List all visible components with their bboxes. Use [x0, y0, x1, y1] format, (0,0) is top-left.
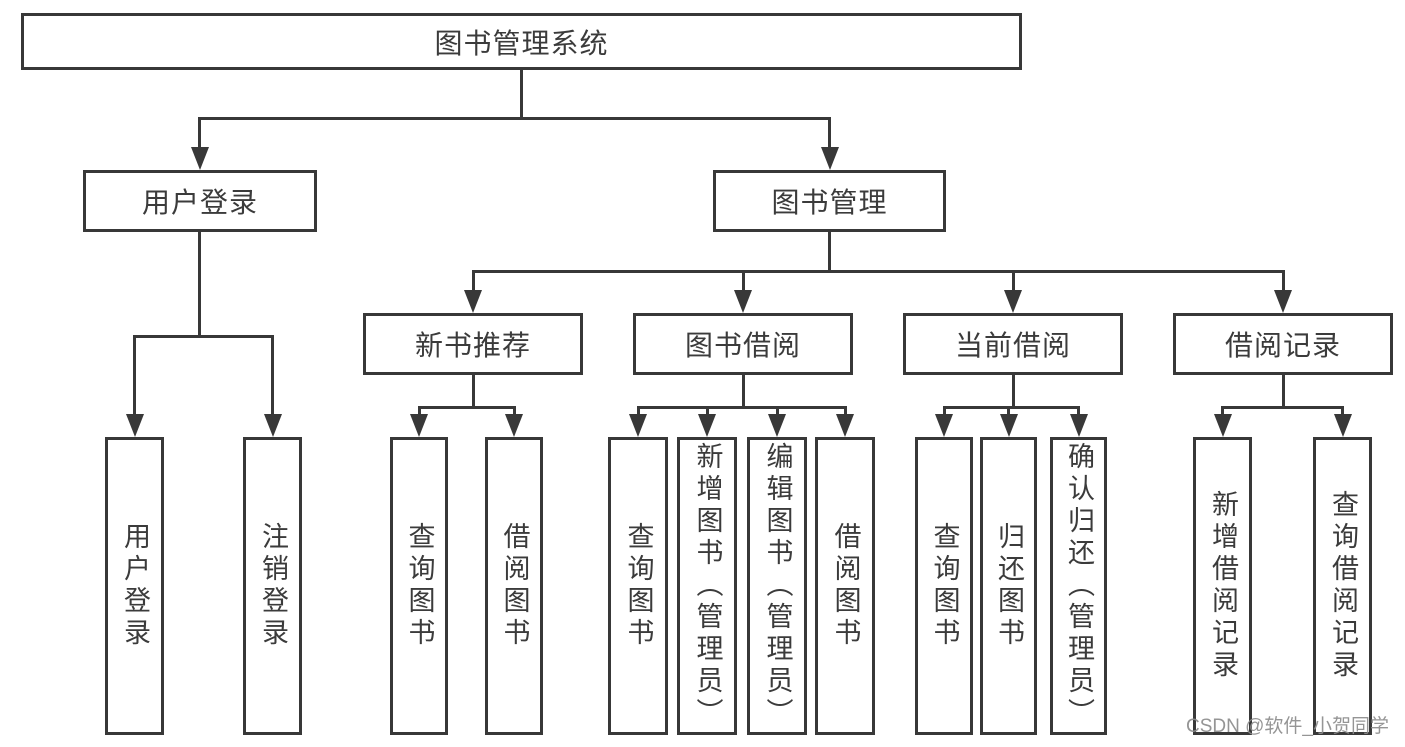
- connector-line: [1012, 270, 1015, 292]
- connector-line: [418, 406, 421, 416]
- node-book-borrow: 图书借阅: [633, 313, 853, 375]
- connector-line: [418, 406, 516, 409]
- connector-line: [472, 375, 475, 408]
- connector-line: [1341, 406, 1344, 416]
- leaf-edit-book-admin: 编辑图书（管理员）: [747, 437, 807, 735]
- leaf-query-book-current-label: 查询图书: [929, 522, 960, 650]
- connector-line: [198, 117, 201, 148]
- node-current-borrow: 当前借阅: [903, 313, 1123, 375]
- leaf-query-book-borrow: 查询图书: [608, 437, 668, 735]
- connector-line: [1077, 406, 1080, 416]
- arrow-down-icon: [1214, 414, 1232, 437]
- leaf-return-book: 归还图书: [980, 437, 1037, 735]
- connector-line: [637, 406, 640, 416]
- connector-line: [198, 117, 831, 120]
- connector-line: [472, 270, 1285, 273]
- arrow-down-icon: [410, 414, 428, 437]
- leaf-query-book-recommend: 查询图书: [390, 437, 448, 735]
- arrow-down-icon: [505, 414, 523, 437]
- leaf-borrow-book-label: 借阅图书: [830, 522, 861, 650]
- node-book-management-label: 图书管理: [771, 187, 888, 218]
- leaf-add-borrow-record: 新增借阅记录: [1193, 437, 1252, 735]
- connector-line: [198, 232, 201, 338]
- connector-line: [706, 406, 709, 416]
- leaf-query-book-borrow-label: 查询图书: [623, 522, 654, 650]
- node-root-label: 图书管理系统: [434, 27, 609, 59]
- leaf-logout-login: 注销登录: [243, 437, 302, 735]
- arrow-down-icon: [698, 414, 716, 437]
- connector-line: [520, 69, 523, 118]
- leaf-user-login: 用户登录: [105, 437, 164, 735]
- connector-line: [742, 375, 745, 408]
- arrow-down-icon: [935, 414, 953, 437]
- connector-line: [742, 270, 745, 292]
- connector-line: [776, 406, 779, 416]
- leaf-query-borrow-record-label: 查询借阅记录: [1328, 490, 1358, 682]
- node-book-borrow-label: 图书借阅: [684, 330, 801, 361]
- connector-line: [1282, 375, 1285, 408]
- leaf-add-borrow-record-label: 新增借阅记录: [1208, 490, 1238, 682]
- connector-line: [1007, 406, 1010, 416]
- leaf-borrow-book-recommend: 借阅图书: [485, 437, 543, 735]
- arrow-down-icon: [1274, 290, 1292, 313]
- leaf-borrow-book-recommend-label: 借阅图书: [499, 522, 530, 650]
- arrow-down-icon: [821, 147, 839, 170]
- connector-line: [637, 406, 847, 409]
- connector-line: [828, 117, 831, 148]
- leaf-return-book-label: 归还图书: [994, 522, 1024, 650]
- connector-line: [271, 335, 274, 415]
- arrow-down-icon: [1000, 414, 1018, 437]
- arrow-down-icon: [768, 414, 786, 437]
- arrow-down-icon: [126, 414, 144, 437]
- node-root: 图书管理系统: [21, 13, 1022, 70]
- node-user-login: 用户登录: [83, 170, 317, 232]
- connector-line: [472, 270, 475, 292]
- connector-line: [1012, 375, 1015, 408]
- node-new-book-recommend: 新书推荐: [363, 313, 583, 375]
- leaf-query-book-recommend-label: 查询图书: [404, 522, 435, 650]
- leaf-query-book-current: 查询图书: [915, 437, 973, 735]
- connector-line: [943, 406, 946, 416]
- node-borrow-record: 借阅记录: [1173, 313, 1393, 375]
- node-book-management: 图书管理: [713, 170, 946, 232]
- leaf-edit-book-admin-label: 编辑图书（管理员）: [762, 442, 793, 730]
- arrow-down-icon: [191, 147, 209, 170]
- node-user-login-label: 用户登录: [141, 187, 258, 218]
- arrow-down-icon: [1004, 290, 1022, 313]
- leaf-logout-login-label: 注销登录: [258, 522, 288, 650]
- connector-line: [1221, 406, 1344, 409]
- arrow-down-icon: [629, 414, 647, 437]
- connector-line: [828, 232, 831, 273]
- connector-line: [1282, 270, 1285, 292]
- arrow-down-icon: [1334, 414, 1352, 437]
- connector-line: [513, 406, 516, 416]
- watermark: CSDN @软件_小贺同学: [1186, 716, 1389, 737]
- leaf-add-book-admin: 新增图书（管理员）: [677, 437, 737, 735]
- leaf-query-borrow-record: 查询借阅记录: [1313, 437, 1372, 735]
- node-borrow-record-label: 借阅记录: [1224, 330, 1341, 361]
- connector-line: [133, 335, 274, 338]
- connector-line: [943, 406, 1080, 409]
- node-current-borrow-label: 当前借阅: [954, 330, 1071, 361]
- node-new-book-recommend-label: 新书推荐: [414, 330, 531, 361]
- leaf-borrow-book: 借阅图书: [815, 437, 875, 735]
- arrow-down-icon: [264, 414, 282, 437]
- connector-line: [1221, 406, 1224, 416]
- arrow-down-icon: [1070, 414, 1088, 437]
- arrow-down-icon: [836, 414, 854, 437]
- leaf-confirm-return-admin: 确认归还（管理员）: [1050, 437, 1107, 735]
- connector-line: [133, 335, 136, 415]
- leaf-add-book-admin-label: 新增图书（管理员）: [692, 442, 723, 730]
- arrow-down-icon: [734, 290, 752, 313]
- arrow-down-icon: [464, 290, 482, 313]
- connector-line: [844, 406, 847, 416]
- leaf-user-login-label: 用户登录: [120, 522, 150, 650]
- leaf-confirm-return-admin-label: 确认归还（管理员）: [1064, 442, 1094, 730]
